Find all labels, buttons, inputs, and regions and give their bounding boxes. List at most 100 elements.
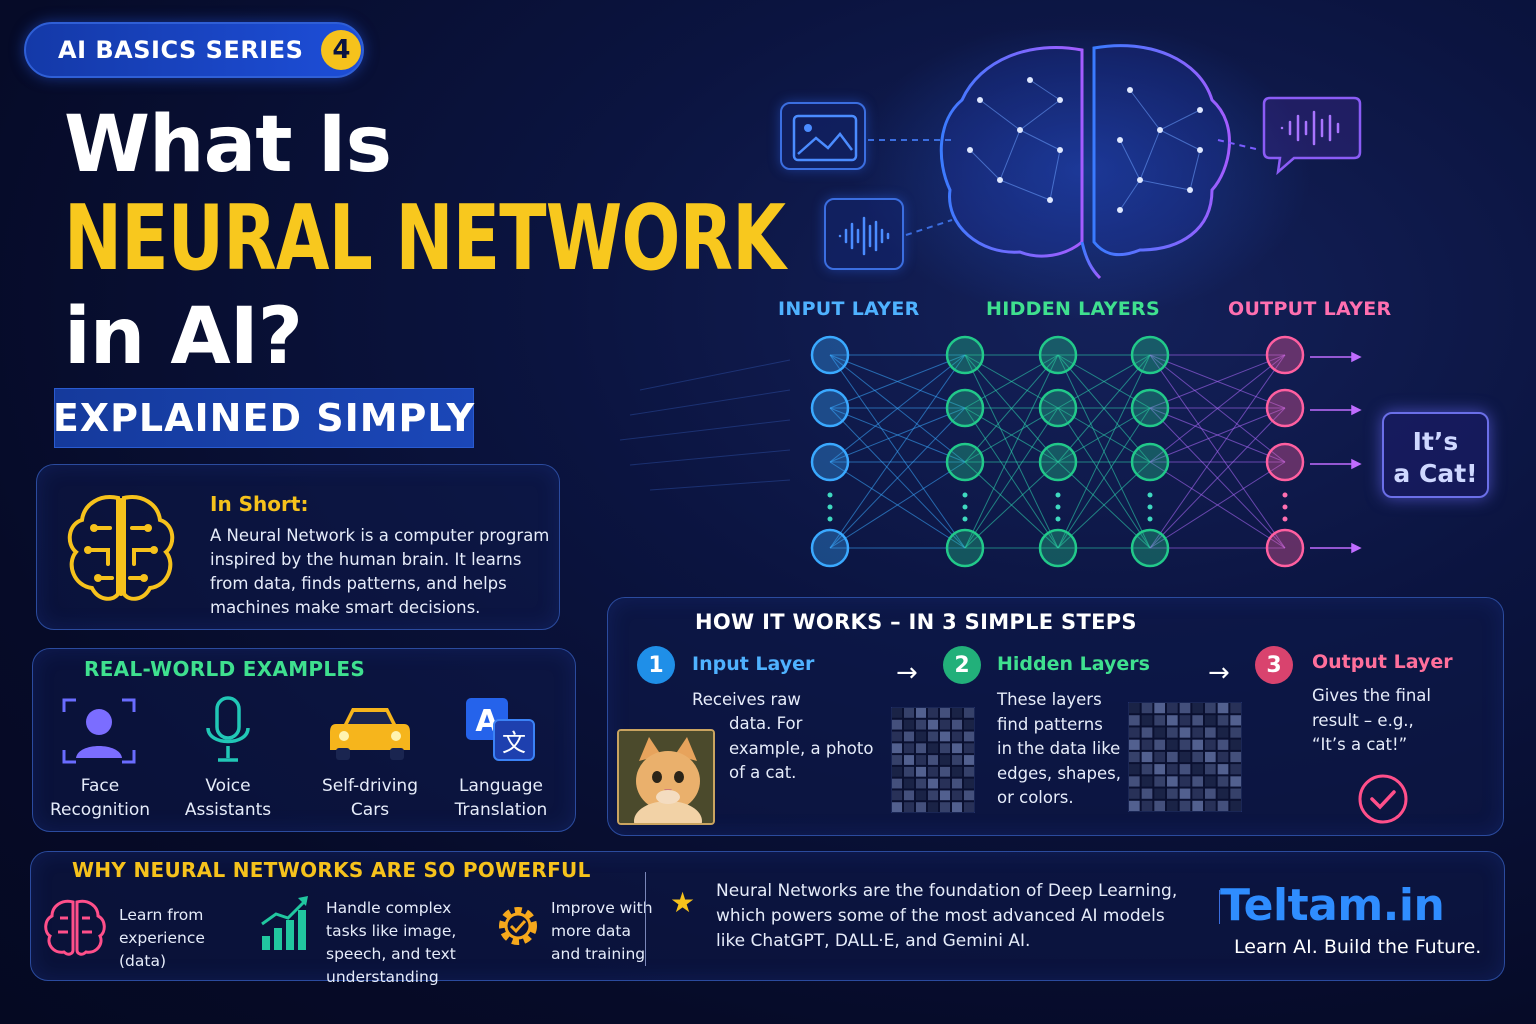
pixel-cell — [1217, 800, 1229, 811]
pixel-cell — [1129, 788, 1140, 799]
examples-title: REAL-WORLD EXAMPLES — [84, 657, 366, 681]
pixel-cell — [1167, 776, 1178, 787]
network-connection — [1149, 407, 1286, 463]
pixel-cell — [952, 778, 962, 789]
pixel-cell — [1141, 727, 1153, 738]
network-node — [945, 335, 985, 375]
network-diagram — [810, 335, 1362, 568]
example-language-translation: Language Translation — [454, 776, 548, 820]
pixel-cell — [964, 790, 974, 801]
pixel-cell — [1167, 788, 1178, 799]
result-line-2: a Cat! — [1393, 459, 1478, 488]
pixel-cell — [952, 766, 962, 777]
network-node — [810, 335, 850, 375]
step-2-number: 2 — [943, 646, 981, 684]
pixel-cell — [1192, 715, 1203, 726]
why-panel — [30, 851, 1505, 981]
pixel-cell — [1167, 715, 1178, 726]
pixel-cell — [964, 778, 974, 789]
pixel-cell — [1217, 727, 1229, 738]
network-node — [1130, 442, 1170, 482]
pixel-cell — [916, 708, 926, 718]
pixel-cell — [964, 731, 974, 742]
network-connection — [1149, 354, 1286, 549]
pixel-cell — [1205, 739, 1216, 750]
step-1-text-line-1: Receives raw — [692, 690, 801, 709]
pixel-cell — [904, 708, 914, 718]
pixel-cell — [1217, 739, 1229, 750]
pixel-cell — [916, 802, 926, 812]
network-node — [1265, 442, 1305, 482]
pixel-cell — [964, 719, 974, 730]
pixel-cell — [1167, 703, 1178, 714]
why-item-2-text: Handle complex tasks like image, speech,… — [326, 899, 457, 986]
step-2-text: These layers find patterns in the data l… — [997, 690, 1121, 807]
pixel-cell — [940, 802, 950, 812]
why-item-3-text: Improve with more data and training — [551, 899, 653, 963]
pixel-cell — [1205, 715, 1216, 726]
pixel-cell — [1230, 788, 1241, 799]
series-label: AI BASICS SERIES — [58, 36, 304, 64]
pixel-cell — [928, 708, 938, 718]
pixel-cell — [940, 790, 950, 801]
pixel-cell — [1129, 739, 1140, 750]
subtitle-banner: EXPLAINED SIMPLY — [53, 388, 474, 448]
pixel-cell — [1141, 764, 1153, 775]
network-connection — [964, 354, 1059, 463]
series-badge: AI BASICS SERIES 4 — [24, 22, 364, 78]
pixel-cell — [928, 755, 938, 765]
pixel-cell — [952, 708, 962, 718]
network-connection — [829, 407, 966, 463]
pixel-cell — [1205, 727, 1216, 738]
network-connection — [1149, 354, 1286, 463]
result-line-1: It’s — [1412, 427, 1459, 456]
network-connection — [1149, 461, 1286, 549]
pixel-cell — [1205, 776, 1216, 787]
pixel-cell — [892, 708, 902, 718]
face-recognition-icon — [62, 698, 136, 764]
pixel-cell — [928, 802, 938, 812]
pixel-cell — [952, 802, 962, 812]
network-connection — [829, 461, 966, 549]
output-layer-label: OUTPUT LAYER — [1228, 298, 1392, 320]
why-item-1-text: Learn from experience (data) — [119, 906, 205, 970]
pixel-cell — [1230, 715, 1241, 726]
pixel-cell — [1154, 751, 1165, 763]
pixel-cell — [1129, 703, 1140, 714]
pixel-cell — [1192, 703, 1203, 714]
network-connection — [829, 407, 966, 549]
step-3-title: Output Layer — [1312, 651, 1453, 673]
pixel-cell — [892, 766, 902, 777]
pixel-cell — [1179, 703, 1191, 714]
pixel-cell — [940, 708, 950, 718]
pixel-cell — [940, 719, 950, 730]
in-short-title: In Short: — [210, 492, 309, 516]
audio-wave-icon — [824, 198, 904, 270]
pixel-cell — [1179, 751, 1191, 763]
pixel-cell — [904, 790, 914, 801]
step-1-title: Input Layer — [692, 653, 815, 675]
pixel-cell — [892, 790, 902, 801]
pixel-cell — [928, 731, 938, 742]
pixel-cell — [952, 743, 962, 754]
network-connection — [1057, 354, 1151, 463]
pixel-cell — [1179, 715, 1191, 726]
how-it-works-panel — [607, 597, 1504, 836]
pixel-cell — [1154, 727, 1165, 738]
network-connection — [1057, 354, 1151, 549]
step-3-text: Gives the final result – e.g., “It’s a c… — [1312, 686, 1431, 754]
pixel-cell — [1167, 751, 1178, 763]
pixel-cell — [1141, 788, 1153, 799]
network-node — [1038, 442, 1078, 482]
step-1-text-rest: data. For example, a photo of a cat. — [729, 714, 874, 782]
pixel-cell — [1167, 764, 1178, 775]
pixel-cell — [1205, 788, 1216, 799]
brand-tagline: Learn AI. Build the Future. — [1234, 936, 1482, 958]
pixel-cell — [1205, 751, 1216, 763]
pixel-cell — [1230, 703, 1241, 714]
pixel-cell — [940, 743, 950, 754]
pixel-cell — [892, 743, 902, 754]
title-line-1: What Is — [64, 100, 392, 190]
pixel-cell — [916, 731, 926, 742]
input-layer-label: INPUT LAYER — [778, 298, 920, 320]
